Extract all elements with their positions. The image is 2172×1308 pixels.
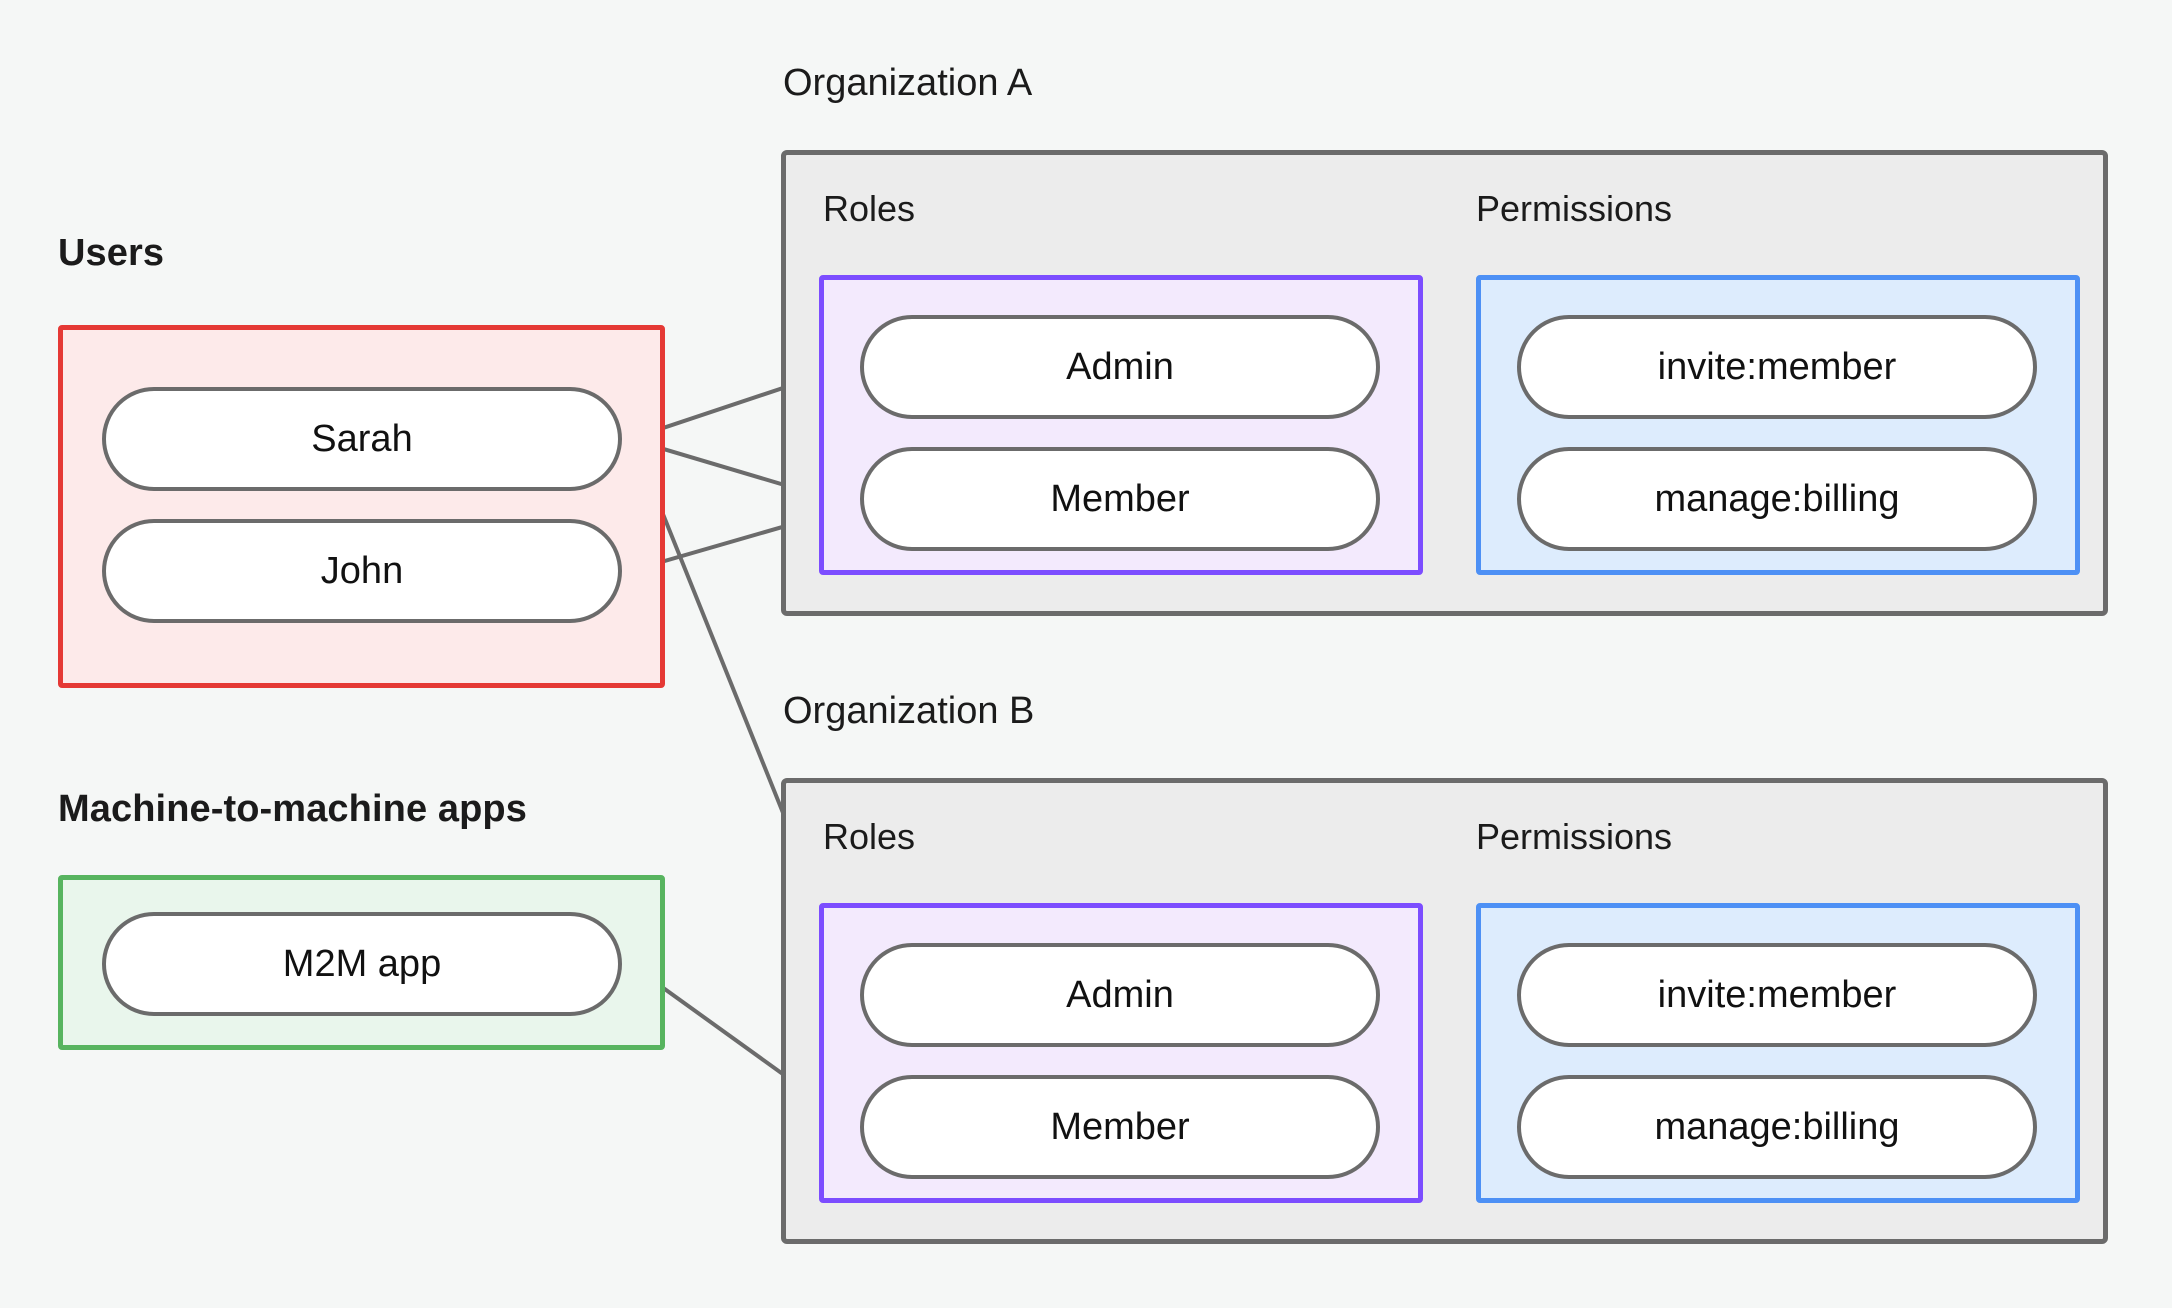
node-org-b-perm-invite-member[interactable]: invite:member xyxy=(1517,943,2037,1047)
node-org-a-perm-invite-member[interactable]: invite:member xyxy=(1517,315,2037,419)
org-a-permissions-title: Permissions xyxy=(1476,188,1673,229)
org-b-permissions-title: Permissions xyxy=(1476,816,1673,857)
node-m2m-app[interactable]: M2M app xyxy=(102,912,622,1016)
org-a-roles-title: Roles xyxy=(823,188,916,229)
org-a-container: Roles Admin Member Permissions invite:me… xyxy=(781,150,2108,616)
machine-apps-section-caption: Machine-to-machine apps xyxy=(58,788,527,830)
org-b-roles-title: Roles xyxy=(823,816,916,857)
org-b-permissions-box: invite:member manage:billing xyxy=(1476,903,2080,1203)
org-b-container: Roles Admin Member Permissions invite:me… xyxy=(781,778,2108,1244)
machine-apps-group-box: M2M app xyxy=(58,875,665,1050)
org-b-title: Organization B xyxy=(783,690,1035,732)
node-org-a-role-member[interactable]: Member xyxy=(860,447,1380,551)
org-a-roles-box: Admin Member xyxy=(819,275,1423,575)
org-a-permissions-box: invite:member manage:billing xyxy=(1476,275,2080,575)
node-org-b-role-member[interactable]: Member xyxy=(860,1075,1380,1179)
org-a-title: Organization A xyxy=(783,62,1033,104)
node-user-sarah[interactable]: Sarah xyxy=(102,387,622,491)
node-org-b-perm-manage-billing[interactable]: manage:billing xyxy=(1517,1075,2037,1179)
users-section-caption: Users xyxy=(58,232,165,274)
node-user-john[interactable]: John xyxy=(102,519,622,623)
node-org-a-role-admin[interactable]: Admin xyxy=(860,315,1380,419)
users-group-box: Sarah John xyxy=(58,325,665,688)
node-org-b-role-admin[interactable]: Admin xyxy=(860,943,1380,1047)
node-org-a-perm-manage-billing[interactable]: manage:billing xyxy=(1517,447,2037,551)
org-b-roles-box: Admin Member xyxy=(819,903,1423,1203)
